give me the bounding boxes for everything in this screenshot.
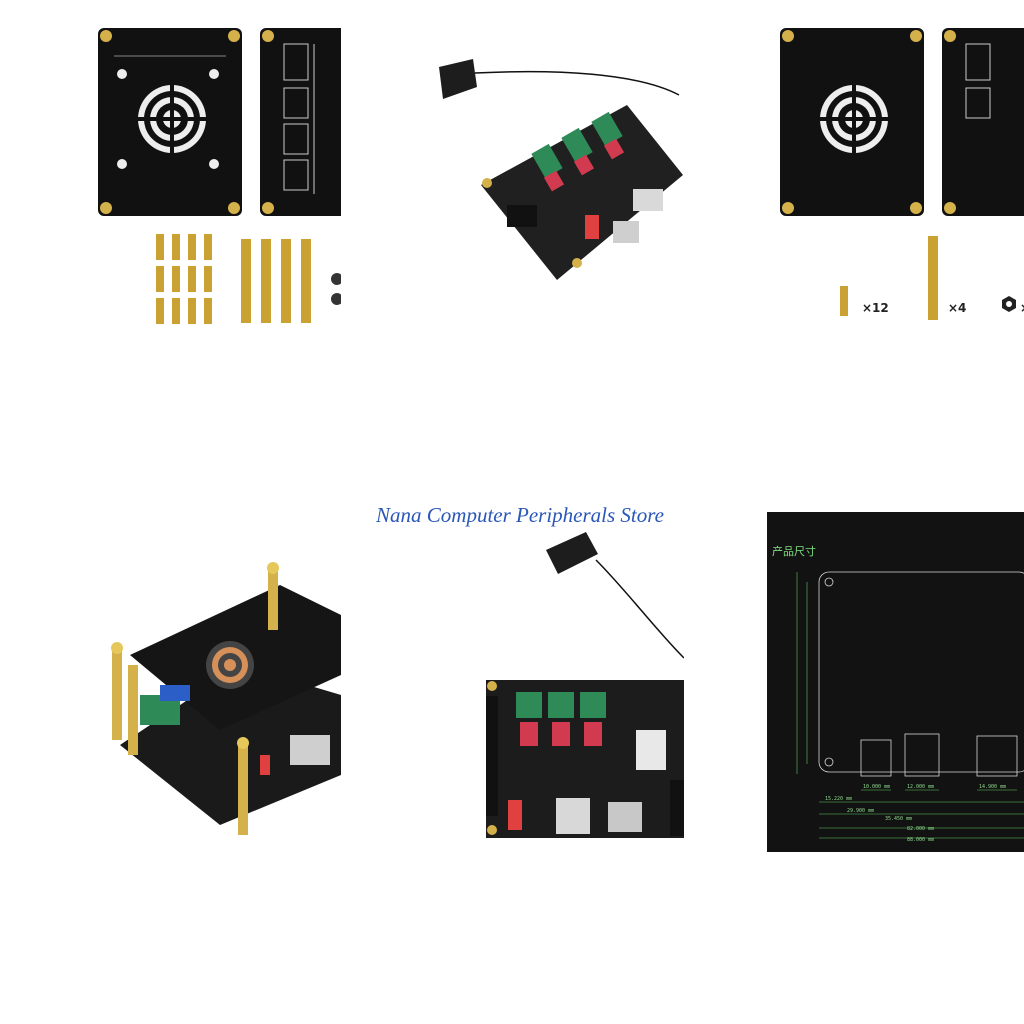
nut-qty: × [1020, 301, 1024, 315]
controller-board-top [486, 680, 684, 838]
dim-label-3: 35.450 mm [885, 816, 912, 822]
board-with-antenna-photo [437, 55, 684, 285]
kit-parts-photo [94, 24, 341, 336]
long-brass-standoffs [241, 239, 311, 323]
controller-board [481, 105, 683, 280]
wifi-antenna [439, 59, 680, 99]
short-standoff-icon [840, 286, 848, 316]
dim-label-1: 15.220 mm [825, 796, 852, 802]
acrylic-bottom-plate [942, 28, 1024, 216]
dim-label-6: 10.000 mm [863, 784, 890, 790]
acrylic-bottom-plate [260, 28, 341, 216]
dimensions-drawing: 产品尺寸 15.220 mm 29.900 mm 35.450 mm 82.00… [767, 512, 1024, 852]
short-brass-standoffs [156, 234, 212, 324]
dim-label-2: 29.900 mm [847, 808, 874, 814]
long-standoff-qty: ×4 [948, 301, 966, 315]
acrylic-top-plate [780, 28, 924, 216]
store-name: Nana Computer Peripherals Store [376, 503, 664, 527]
dim-label-7: 12.000 mm [907, 784, 934, 790]
acrylic-top-plate [98, 28, 242, 216]
kit-quantity-photo: ×12 ×4 × [776, 24, 1024, 336]
dimensions-title: 产品尺寸 [772, 545, 816, 558]
dim-label-5: 88.000 mm [907, 837, 934, 843]
dim-label-4: 82.000 mm [907, 826, 934, 832]
assembled-case [111, 562, 341, 835]
board-top-photo [486, 530, 684, 840]
short-standoff-qty: ×12 [862, 301, 889, 315]
nut-icon [331, 273, 341, 285]
wifi-antenna [546, 532, 684, 659]
long-standoff-icon [928, 236, 938, 320]
dim-label-8: 14.900 mm [979, 784, 1006, 790]
assembled-case-photo [100, 555, 341, 845]
